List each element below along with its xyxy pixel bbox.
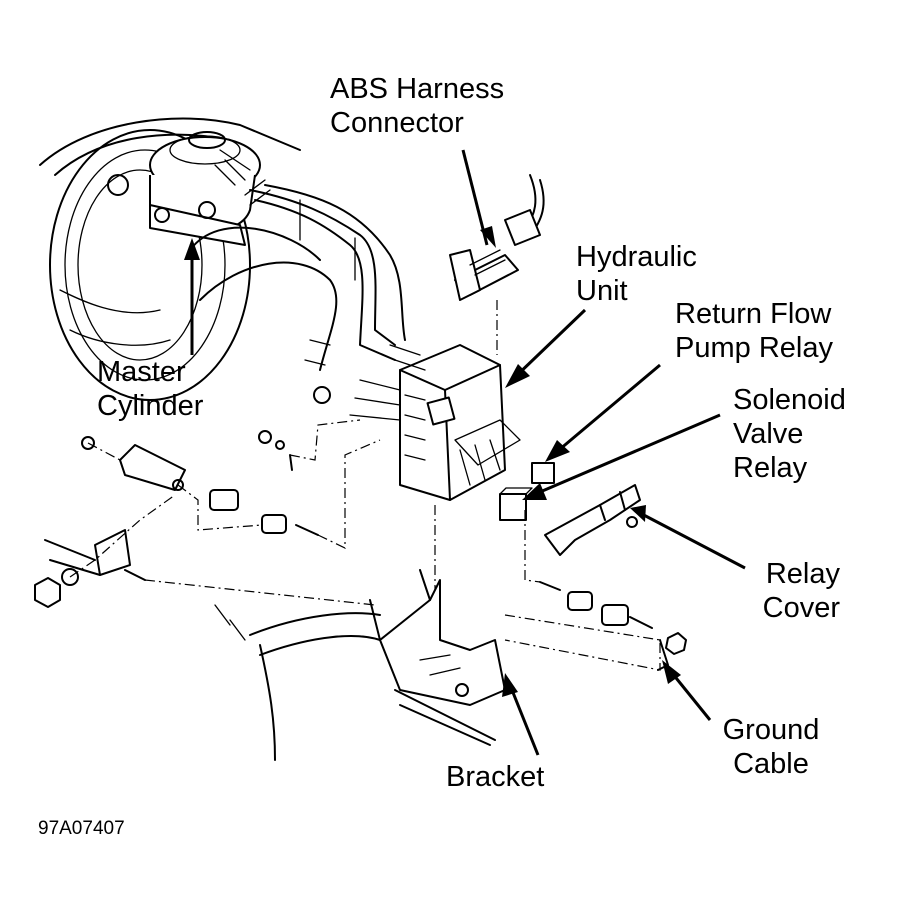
brake-booster xyxy=(39,117,301,401)
harness-connector xyxy=(449,174,545,301)
left-fasteners xyxy=(34,436,319,608)
brake-lines xyxy=(249,184,406,361)
label-ground-cable: Ground Cable xyxy=(710,713,832,781)
label-line: ABS Harness xyxy=(330,73,505,105)
label-line: Solenoid xyxy=(733,384,846,416)
leader-arrows xyxy=(184,149,746,756)
label-line: Valve xyxy=(733,418,804,450)
label-relay-cover: Relay Cover xyxy=(750,557,840,625)
label-line: Pump Relay xyxy=(675,332,833,364)
label-line: Bracket xyxy=(446,761,545,793)
label-line: Cylinder xyxy=(97,390,204,422)
alignment-lines xyxy=(69,300,661,671)
right-fasteners xyxy=(258,430,687,671)
label-master-cylinder: Master Cylinder xyxy=(97,355,203,423)
figure-code: 97A07407 xyxy=(38,818,125,839)
label-bracket: Bracket xyxy=(446,760,544,794)
frame-rail xyxy=(189,226,338,404)
label-line: Cable xyxy=(733,748,809,780)
label-line: Return Flow xyxy=(675,298,832,330)
hydraulic-unit-block xyxy=(349,344,521,501)
label-solenoid-valve-relay: Solenoid Valve Relay xyxy=(733,383,846,485)
label-line: Cover xyxy=(762,592,840,624)
label-line: Ground xyxy=(722,714,820,746)
label-line: Relay xyxy=(733,452,808,484)
label-line: Hydraulic xyxy=(576,241,697,273)
bracket-part xyxy=(369,569,506,706)
master-cylinder-body xyxy=(149,131,271,246)
label-hydraulic-unit: Hydraulic Unit xyxy=(576,240,697,308)
relays xyxy=(499,462,555,521)
label-line: Connector xyxy=(330,107,464,139)
label-line: Master xyxy=(97,356,186,388)
label-abs-harness-connector: ABS Harness Connector xyxy=(330,72,504,140)
label-line: Unit xyxy=(576,275,628,307)
label-return-flow-pump-relay: Return Flow Pump Relay xyxy=(675,297,833,365)
label-line: Relay xyxy=(765,558,840,590)
relay-cover-part xyxy=(544,484,641,556)
crossmember xyxy=(214,604,496,761)
